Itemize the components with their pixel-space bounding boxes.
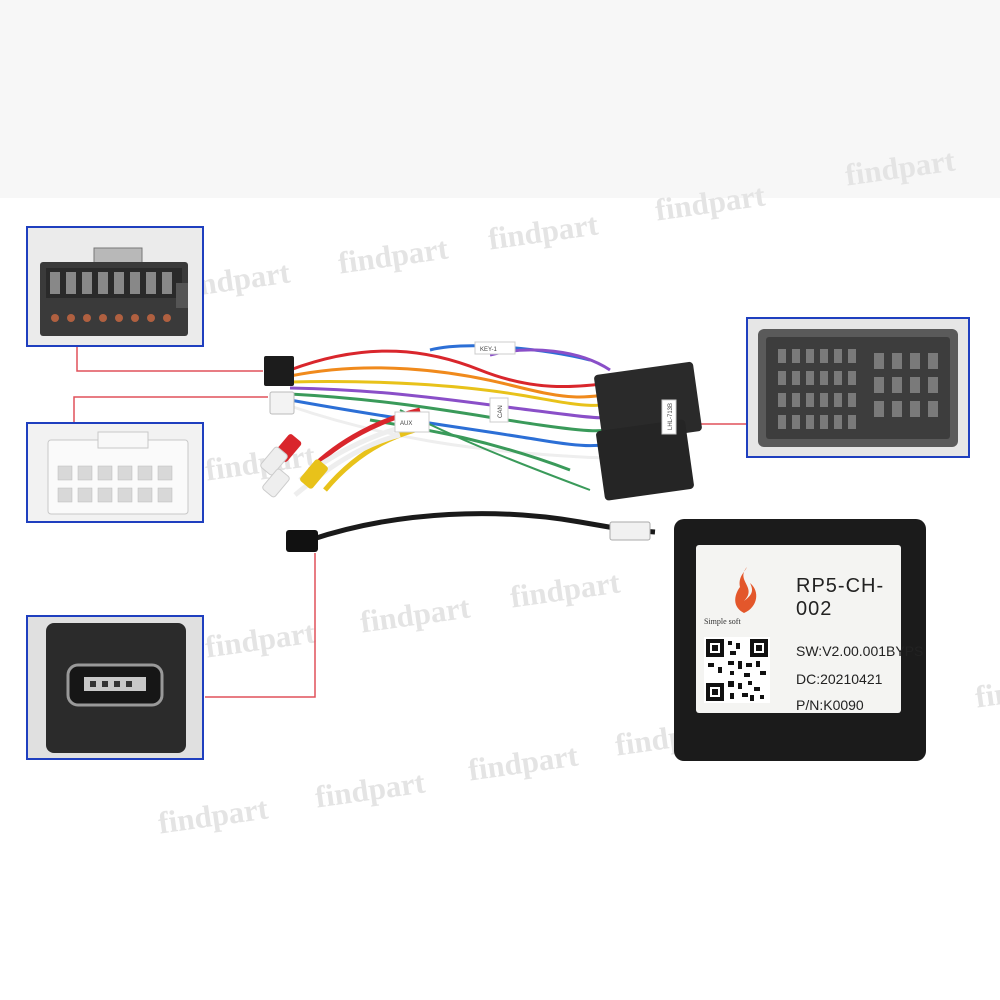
vehicle-connector-image — [748, 319, 968, 456]
mini-usb-port-image — [28, 617, 202, 758]
callout-white-connector — [26, 422, 204, 523]
vehicle-harness-connector — [594, 361, 702, 501]
module-brand: Simple soft — [704, 617, 741, 626]
qr-code-icon — [704, 637, 770, 703]
rca-plugs — [260, 434, 328, 498]
callout-mini-usb — [26, 615, 204, 760]
canbus-decoder-module: Simple soft RP5-CH-002 SW:V2.00.001BYPS … — [674, 519, 926, 761]
callout-black-connector — [26, 226, 204, 347]
module-model: RP5-CH-002 — [796, 575, 885, 620]
flame-logo-icon — [735, 567, 757, 613]
callout-vehicle-connector — [746, 317, 970, 458]
module-software-version: SW:V2.00.001BYPS — [796, 643, 924, 659]
tag-key: KEY-1 — [480, 347, 497, 353]
usb-cable-image — [286, 511, 656, 552]
tag-aux: AUX — [400, 421, 412, 427]
black-16pin-connector-image — [28, 228, 202, 345]
module-label: Simple soft RP5-CH-002 SW:V2.00.001BYPS … — [696, 545, 923, 713]
module-date-code: DC:20210421 — [796, 671, 883, 687]
module-part-number: P/N:K0090 — [796, 697, 864, 713]
tag-model: LHL-713B — [668, 403, 674, 430]
white-connector-image — [28, 424, 202, 521]
top-background-band — [0, 0, 1000, 198]
wiring-harness-image: KEY-1 LHL-713B CAN AUX — [260, 341, 702, 501]
tag-can: CAN — [498, 405, 504, 418]
